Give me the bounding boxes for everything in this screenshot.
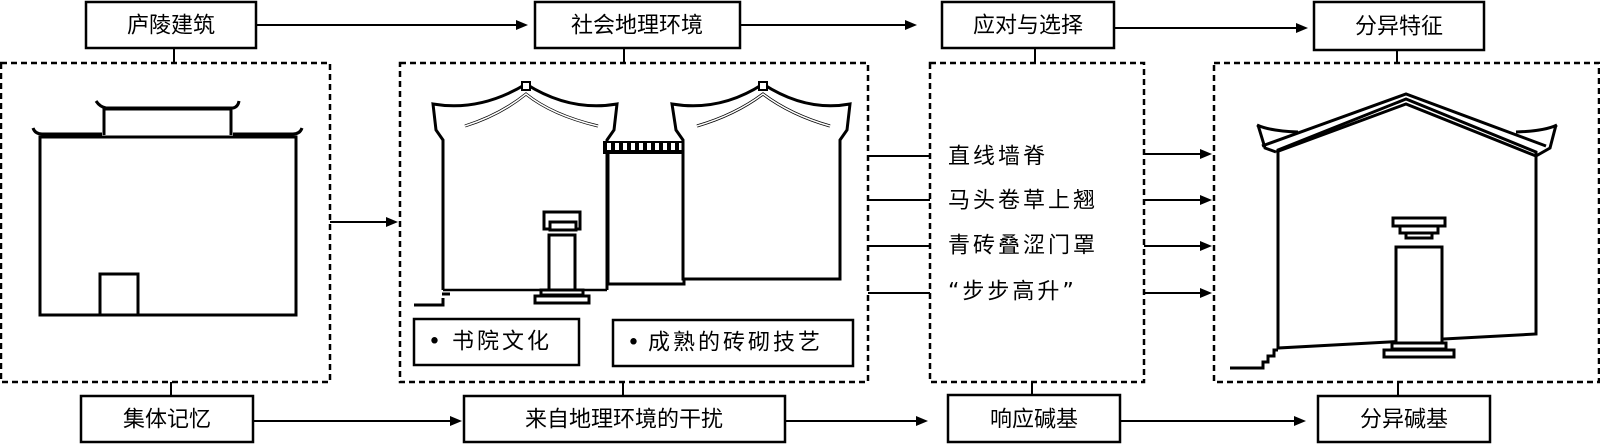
node-collective-memory[interactable]: 集体记忆 (79, 394, 255, 444)
node-label: 集体记忆 (123, 408, 211, 433)
node-response-choice[interactable]: 应对与选择 (940, 0, 1116, 50)
node-geo-interference[interactable]: 来自地理环境的干扰 (462, 394, 787, 444)
node-luling-architecture[interactable]: 庐陵建筑 (84, 0, 258, 50)
luling-house-icon (31, 100, 304, 317)
tag-brick-craftsmanship: • 成熟的砖砌技艺 (611, 318, 855, 368)
node-differentiation-features[interactable]: 分异特征 (1312, 0, 1486, 52)
node-response-base[interactable]: 响应碱基 (946, 393, 1122, 444)
gable-house-icon (1230, 92, 1558, 370)
arrow-head-top-3 (1296, 23, 1308, 33)
response-item: 青砖叠涩门罩 (948, 234, 1098, 259)
node-label: 应对与选择 (973, 14, 1083, 39)
tag-academy-culture: • 书院文化 (412, 317, 581, 367)
vertical-ticks (170, 48, 1399, 396)
top-connectors (257, 20, 1308, 33)
arrow-head-bottom-3 (1294, 416, 1306, 426)
response-item: “步步高升” (948, 280, 1077, 305)
panel-response (928, 61, 1146, 384)
node-label: 分异特征 (1355, 15, 1443, 40)
arrow-head-top-2 (905, 20, 917, 30)
response-item: 马头卷草上翘 (948, 189, 1098, 214)
node-differentiation-base[interactable]: 分异碱基 (1316, 394, 1492, 444)
bottom-connectors (253, 416, 1306, 426)
tag-bullet: • (627, 331, 643, 356)
response-item: 直线墙脊 (948, 145, 1048, 170)
panel-differentiation (1212, 61, 1600, 384)
node-social-geo-environment[interactable]: 社会地理环境 (533, 0, 742, 50)
tag-label: 书院文化 (452, 330, 552, 355)
huizhou-houses-icon (414, 81, 852, 307)
arrow-head-top-1 (516, 20, 528, 30)
panel3-to-panel4-arrows (1144, 149, 1212, 298)
arrow-head-panel1-panel2 (386, 217, 398, 227)
arrow-head-bottom-1 (450, 416, 462, 426)
node-label: 分异碱基 (1360, 408, 1448, 433)
node-label: 响应碱基 (990, 408, 1078, 433)
panel-social-geo (398, 61, 870, 384)
node-label: 庐陵建筑 (127, 14, 215, 39)
tag-label: 成熟的砖砌技艺 (648, 331, 823, 356)
panel-luling-house (0, 61, 332, 384)
panel2-to-panel3-lines (868, 155, 930, 294)
arrow-head-bottom-2 (916, 416, 928, 426)
node-label: 来自地理环境的干扰 (525, 408, 723, 433)
tag-bullet: • (428, 330, 444, 355)
node-label: 社会地理环境 (571, 14, 703, 39)
response-items: 直线墙脊 马头卷草上翘 青砖叠涩门罩 “步步高升” (948, 145, 1098, 305)
